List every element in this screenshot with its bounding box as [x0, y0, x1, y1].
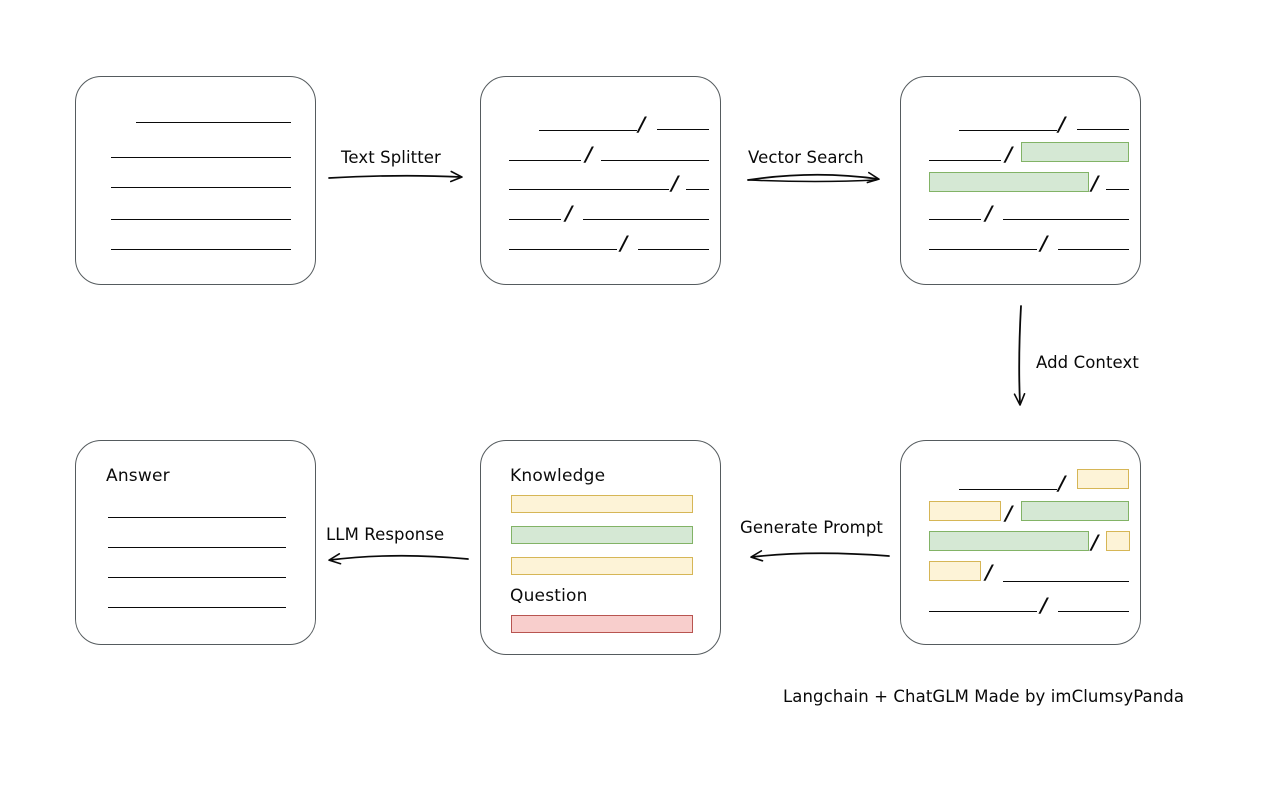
doc-line-segment [601, 160, 709, 161]
prompt-knowledge-label: Knowledge [510, 466, 606, 486]
split-slash: / [620, 231, 628, 255]
highlight-yellow [929, 501, 1001, 521]
node-source-document[interactable] [75, 76, 316, 285]
doc-line-segment [929, 160, 1001, 161]
node-prompt[interactable]: Knowledge Question [480, 440, 721, 655]
doc-line-segment [539, 130, 637, 131]
doc-line [111, 187, 291, 188]
doc-line [108, 577, 286, 578]
answer-label: Answer [106, 466, 170, 486]
split-slash: / [1040, 593, 1048, 617]
split-slash: / [1091, 530, 1099, 554]
split-slash: / [671, 171, 679, 195]
doc-line-segment [638, 249, 709, 250]
node-context-document[interactable]: / / / / / [900, 440, 1141, 645]
doc-line-segment [509, 249, 617, 250]
doc-line-segment [509, 219, 561, 220]
knowledge-bar-yellow [511, 495, 693, 513]
doc-line-segment [959, 130, 1057, 131]
split-slash: / [1058, 112, 1066, 136]
doc-line-segment [959, 489, 1057, 490]
split-slash: / [565, 201, 573, 225]
split-slash: / [985, 201, 993, 225]
split-slash: / [1058, 471, 1066, 495]
doc-line-segment [929, 249, 1037, 250]
doc-line-segment [1077, 129, 1129, 130]
prompt-question-label: Question [510, 586, 588, 606]
edge-label-vector-search: Vector Search [748, 148, 864, 167]
footer-credit: Langchain + ChatGLM Made by imClumsyPand… [783, 687, 1185, 706]
doc-line-segment [1058, 611, 1129, 612]
doc-line-segment [929, 219, 981, 220]
highlight-green [929, 172, 1089, 192]
split-slash: / [1005, 142, 1013, 166]
doc-line [108, 607, 286, 608]
edge-label-add-context: Add Context [1036, 353, 1139, 372]
edge-label-text-splitter: Text Splitter [341, 148, 441, 167]
doc-line-segment [657, 129, 709, 130]
split-slash: / [638, 112, 646, 136]
doc-line-segment [509, 160, 581, 161]
node-vector-match-document[interactable]: / / / / / [900, 76, 1141, 285]
doc-line [111, 249, 291, 250]
highlight-yellow [1106, 531, 1130, 551]
split-slash: / [1040, 231, 1048, 255]
doc-line-segment [1003, 219, 1129, 220]
node-answer[interactable]: Answer [75, 440, 316, 645]
edge-label-generate-prompt: Generate Prompt [740, 518, 883, 537]
doc-line [108, 547, 286, 548]
highlight-yellow [1077, 469, 1129, 489]
split-slash: / [985, 560, 993, 584]
knowledge-bar-green [511, 526, 693, 544]
doc-line-segment [509, 189, 669, 190]
doc-line [108, 517, 286, 518]
arrow-add-context [1013, 305, 1026, 406]
knowledge-bar-yellow [511, 557, 693, 575]
highlight-green [1021, 501, 1129, 521]
highlight-yellow [929, 561, 981, 581]
question-bar-red [511, 615, 693, 633]
doc-line-segment [1058, 249, 1129, 250]
node-split-document[interactable]: / / / / / [480, 76, 721, 285]
doc-line-segment [1106, 189, 1129, 190]
doc-line-segment [686, 189, 709, 190]
doc-line-segment [1003, 581, 1129, 582]
arrow-generate-prompt [750, 550, 890, 562]
split-slash: / [585, 142, 593, 166]
edge-label-llm-response: LLM Response [326, 525, 445, 544]
split-slash: / [1005, 501, 1013, 525]
doc-line-segment [929, 611, 1037, 612]
highlight-green [929, 531, 1089, 551]
doc-line-segment [583, 219, 709, 220]
arrow-text-splitter [328, 170, 463, 183]
split-slash: / [1091, 171, 1099, 195]
doc-line [111, 219, 291, 220]
arrow-vector-search [747, 171, 880, 184]
arrow-llm-response [328, 553, 469, 565]
doc-line [111, 157, 291, 158]
doc-line [136, 122, 291, 123]
highlight-green [1021, 142, 1129, 162]
